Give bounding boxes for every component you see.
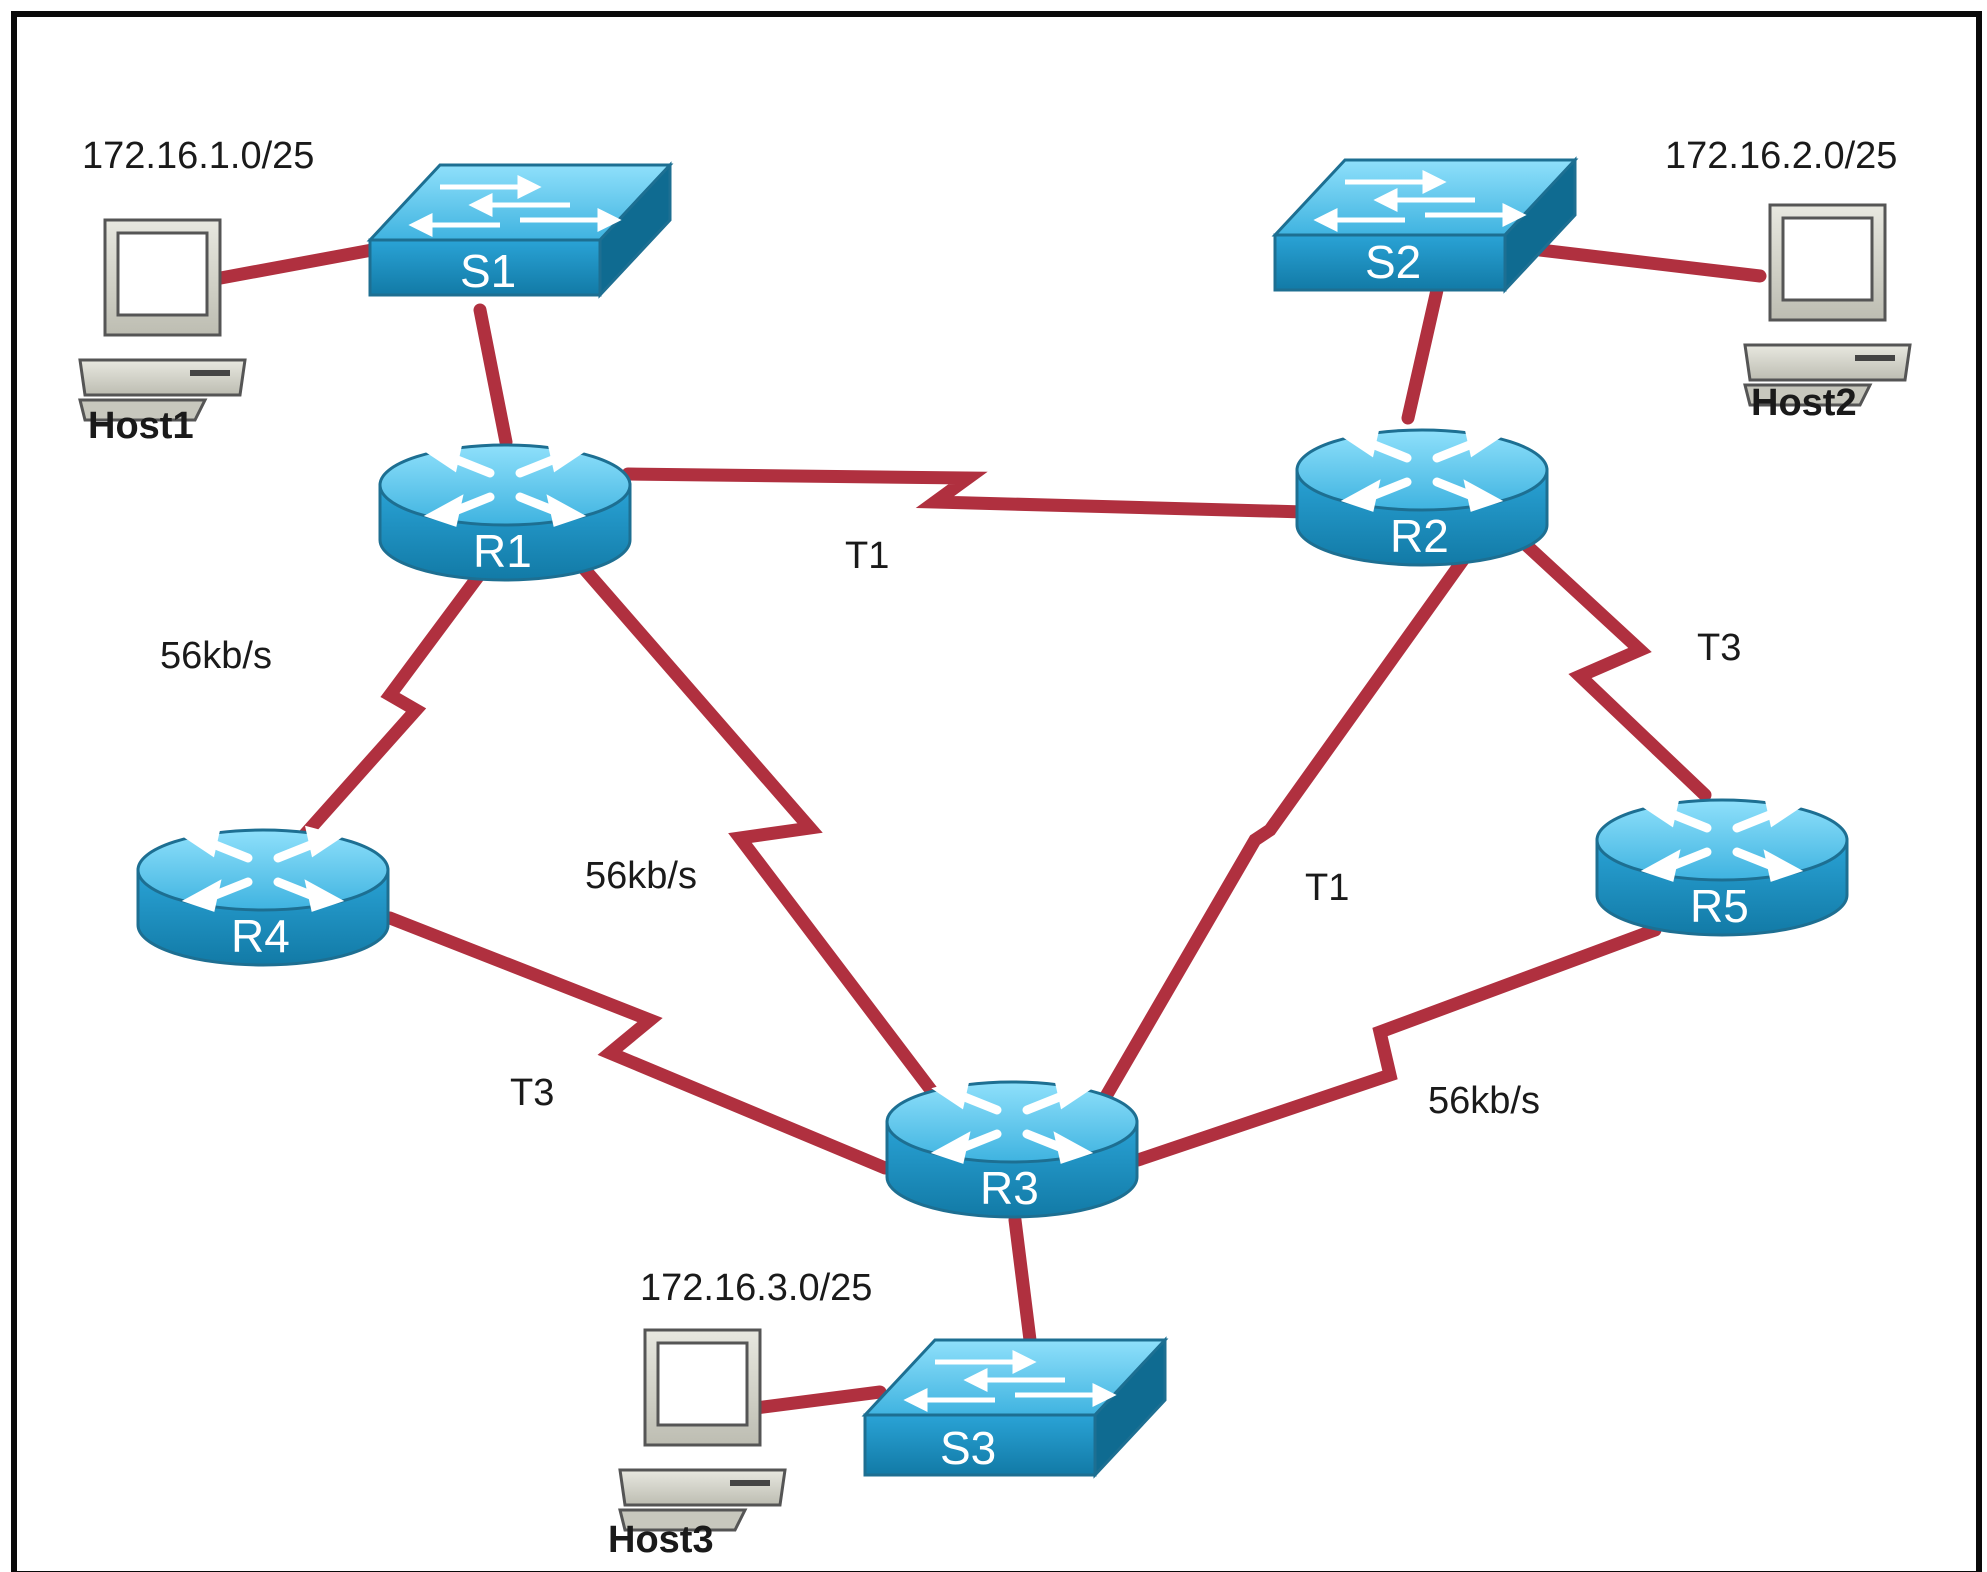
subnet-labels: 172.16.1.0/25 172.16.2.0/25 172.16.3.0/2… [82,135,1897,1309]
router-r1[interactable]: R1 [378,440,632,582]
link-r3-s3 [1008,1213,1037,1347]
link-label-r1-r3: 56kb/s [585,855,697,897]
host3-label: Host3 [608,1519,714,1561]
link-label-r2-r5: T3 [1697,627,1741,669]
pc-icon [78,218,247,422]
host3[interactable]: Host3 [608,1328,787,1561]
router-r2[interactable]: R2 [1295,425,1549,567]
subnet-label-host1: 172.16.1.0/25 [82,135,314,177]
link-label-r1-r4: 56kb/s [160,635,272,677]
switch-s2[interactable]: S2 [1271,156,1579,294]
router-r5-label: R5 [1690,880,1749,932]
link-r2-r3 [1098,553,1470,1105]
link-r4-r3 [383,911,892,1175]
subnet-label-host2: 172.16.2.0/25 [1665,135,1897,177]
router-r2-label: R2 [1390,510,1449,562]
switch-icon [861,1336,1169,1479]
links [203,243,1767,1417]
switch-s3-label: S3 [940,1422,996,1474]
link-r5-r3 [1131,923,1662,1167]
link-s2-r2 [1401,283,1444,425]
switch-s1-label: S1 [460,245,516,297]
switch-s2-label: S2 [1365,236,1421,288]
host1[interactable]: Host1 [78,218,247,447]
router-icon [1295,425,1549,567]
router-icon [885,1077,1139,1219]
pc-icon [618,1328,787,1532]
router-icon [1595,795,1849,937]
router-r4[interactable]: R4 [136,825,390,967]
link-r1-r3 [573,557,944,1105]
link-label-r1-r2: T1 [845,535,889,577]
link-host1-s1 [203,243,379,287]
link-r1-r4 [293,567,487,847]
link-s1-r1 [473,303,513,449]
link-r1-r2 [621,467,1312,519]
switch-icon [366,161,674,299]
link-s2-host2 [1533,243,1767,283]
router-r3-label: R3 [980,1162,1039,1214]
router-r5[interactable]: R5 [1595,795,1849,937]
router-icon [136,825,390,967]
host2[interactable]: Host2 [1743,203,1912,424]
link-host3-s3 [733,1385,887,1417]
router-icon [378,440,632,582]
link-label-r2-r3: T1 [1305,867,1349,909]
link-labels: T1 56kb/s 56kb/s T1 T3 T3 56kb/s [160,535,1741,1122]
switch-s1[interactable]: S1 [366,161,674,299]
link-r2-r5 [1516,535,1712,802]
router-r4-label: R4 [231,910,290,962]
switch-icon [1271,156,1579,294]
subnet-label-host3: 172.16.3.0/25 [640,1267,872,1309]
diagram-frame [11,11,1982,1572]
pc-icon [1743,203,1912,407]
router-r3[interactable]: R3 [885,1077,1139,1219]
router-r1-label: R1 [473,525,532,577]
host1-label: Host1 [88,405,194,447]
host2-label: Host2 [1751,382,1857,424]
switch-s3[interactable]: S3 [861,1336,1169,1479]
link-label-r4-r3: T3 [510,1072,554,1114]
link-label-r5-r3: 56kb/s [1428,1080,1540,1122]
